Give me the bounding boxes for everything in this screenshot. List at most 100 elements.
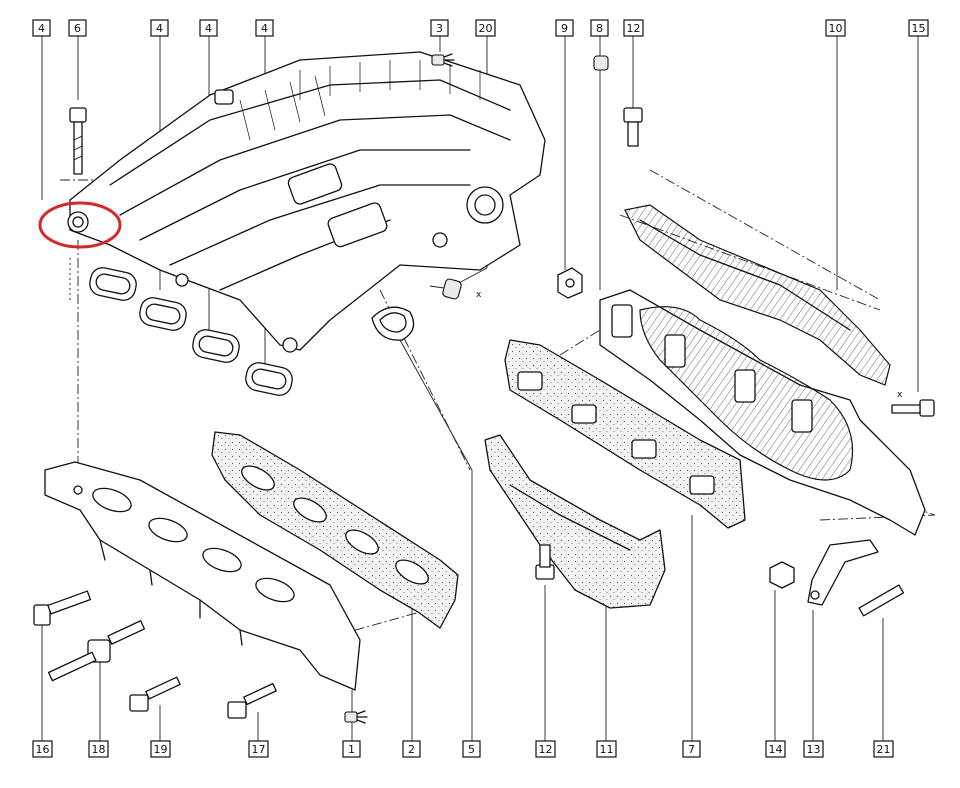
- callout-bot-10: 7: [682, 740, 701, 758]
- callout-number: 4: [38, 22, 45, 35]
- callout-number: 12: [627, 22, 641, 35]
- stud-21: [858, 584, 905, 617]
- callout-top-12: 15: [908, 19, 929, 37]
- callout-box: [475, 19, 496, 37]
- callout-top-1: 4: [32, 19, 51, 37]
- callout-box: [150, 740, 171, 758]
- intake-seals-4: [89, 267, 293, 396]
- callout-number: 4: [261, 22, 268, 35]
- callout-top-2: 6: [68, 19, 87, 37]
- callout-bot-1: 16: [32, 740, 53, 758]
- callout-box: [32, 740, 53, 758]
- callout-box: [596, 740, 617, 758]
- callout-number: 5: [468, 743, 475, 756]
- callout-top-7: 20: [475, 19, 496, 37]
- callout-box: [402, 740, 421, 758]
- callout-number: 3: [436, 22, 443, 35]
- callout-box: [150, 19, 169, 37]
- callout-number: 11: [600, 743, 614, 756]
- callout-box: [765, 740, 786, 758]
- bolt-17: [227, 682, 277, 719]
- exhaust-manifold: [599, 289, 926, 536]
- callout-top-9: 8: [590, 19, 609, 37]
- callout-number: 15: [912, 22, 926, 35]
- callout-box: [68, 19, 87, 37]
- bolt-12-top: [623, 107, 643, 147]
- fastener-9: [557, 267, 583, 299]
- callout-number: 9: [561, 22, 568, 35]
- intake-gasket-2: [211, 431, 459, 629]
- bolt-12-bottom: [535, 544, 555, 580]
- callout-bot-9: 11: [596, 740, 617, 758]
- bolt-16: [33, 590, 92, 626]
- callout-top-6: 3: [430, 19, 449, 37]
- callout-box: [342, 740, 361, 758]
- callout-number: 2: [408, 743, 415, 756]
- callout-top-11: 10: [825, 19, 846, 37]
- clip-3: [431, 53, 455, 67]
- callout-bot-2: 18: [88, 740, 109, 758]
- clip-1: [344, 710, 368, 724]
- callout-number: 19: [154, 743, 168, 756]
- callout-box: [873, 740, 894, 758]
- callout-box: [430, 19, 449, 37]
- callout-bot-13: 21: [873, 740, 894, 758]
- callout-number: 16: [36, 743, 50, 756]
- callout-top-4: 4: [199, 19, 218, 37]
- callout-bot-5: 1: [342, 740, 361, 758]
- plug-20: x: [429, 278, 482, 300]
- heat-shield-11: [484, 434, 666, 609]
- callout-number: 21: [877, 743, 891, 756]
- callout-bot-3: 19: [150, 740, 171, 758]
- axis-mark: x: [476, 290, 482, 300]
- bracket-13: [807, 539, 879, 606]
- highlight-circle: [38, 201, 122, 249]
- callout-bot-8: 12: [535, 740, 556, 758]
- callout-box: [908, 19, 929, 37]
- callout-box: [682, 740, 701, 758]
- callout-top-3: 4: [150, 19, 169, 37]
- throttle-seal-5: [371, 306, 415, 341]
- fastener-8: [593, 55, 609, 71]
- callout-number: 4: [156, 22, 163, 35]
- callout-bot-12: 13: [803, 740, 824, 758]
- callout-number: 8: [596, 22, 603, 35]
- callout-number: 17: [252, 743, 266, 756]
- callout-box: [255, 19, 274, 37]
- bolt-15: x: [891, 390, 935, 417]
- callout-box: [199, 19, 218, 37]
- callout-number: 6: [74, 22, 81, 35]
- callout-box: [590, 19, 609, 37]
- stud-6: [69, 107, 87, 175]
- exhaust-gasket-7: [504, 339, 746, 529]
- heat-shield-10: [624, 204, 891, 386]
- intake-manifold-lower: [44, 461, 361, 691]
- callout-number: 4: [205, 22, 212, 35]
- callout-box: [462, 740, 481, 758]
- axis-mark: x: [897, 390, 903, 400]
- callout-box: [623, 19, 644, 37]
- callout-number: 12: [539, 743, 553, 756]
- callout-number: 18: [92, 743, 106, 756]
- callout-top-8: 9: [555, 19, 574, 37]
- callout-number: 1: [348, 743, 355, 756]
- bolt-19: [129, 676, 181, 712]
- nut-14: [769, 561, 795, 589]
- callout-box: [825, 19, 846, 37]
- callout-number: 20: [479, 22, 493, 35]
- callout-number: 7: [688, 743, 695, 756]
- callout-box: [555, 19, 574, 37]
- callout-box: [88, 740, 109, 758]
- callout-box: [248, 740, 269, 758]
- callout-bot-6: 2: [402, 740, 421, 758]
- mount-boss: [67, 211, 89, 233]
- callout-bot-7: 5: [462, 740, 481, 758]
- callout-top-5: 4: [255, 19, 274, 37]
- callout-bot-11: 14: [765, 740, 786, 758]
- intake-manifold-upper: [69, 51, 546, 353]
- callout-box: [803, 740, 824, 758]
- callout-top-10: 12: [623, 19, 644, 37]
- bolt-18: [47, 620, 146, 682]
